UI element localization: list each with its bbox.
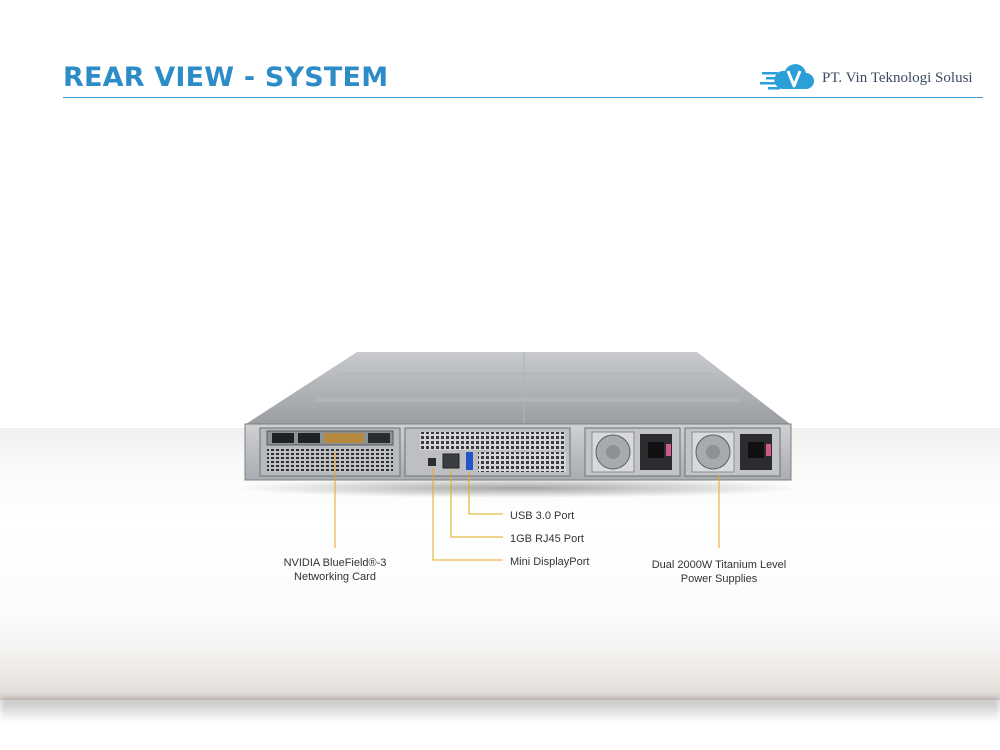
nvidia-callout-label: NVIDIA BlueField®-3 Networking Card (255, 556, 415, 584)
cloud-v-logo-icon (760, 64, 814, 90)
company-logo: PT. Vin Teknologi Solusi (760, 62, 973, 94)
displayport-callout-label: Mini DisplayPort (510, 556, 590, 568)
qsfp-port-1 (272, 433, 294, 443)
rj45-port (442, 453, 460, 469)
nvidia-label-line1: NVIDIA BlueField®-3 (283, 557, 387, 569)
title-underline (63, 97, 983, 98)
usb-port (466, 452, 473, 470)
psu-callout-label: Dual 2000W Titanium Level Power Supplies (634, 558, 804, 586)
rj45-callout-label: 1GB RJ45 Port (510, 533, 584, 545)
chassis-top (246, 352, 790, 424)
usb-callout-label: USB 3.0 Port (510, 510, 575, 522)
page-title: REAR VIEW - SYSTEM (63, 62, 389, 93)
mini-displayport (428, 458, 436, 466)
nvidia-label-line2: Networking Card (294, 571, 376, 583)
table-edge (0, 650, 1000, 700)
callout-lines (334, 452, 720, 561)
psu-label-line1: Dual 2000W Titanium Level (651, 559, 787, 571)
psu-label-line2: Power Supplies (680, 573, 758, 585)
table-shadow (0, 698, 1000, 722)
company-name: PT. Vin Teknologi Solusi (822, 69, 973, 86)
qsfp-port-2 (298, 433, 320, 443)
